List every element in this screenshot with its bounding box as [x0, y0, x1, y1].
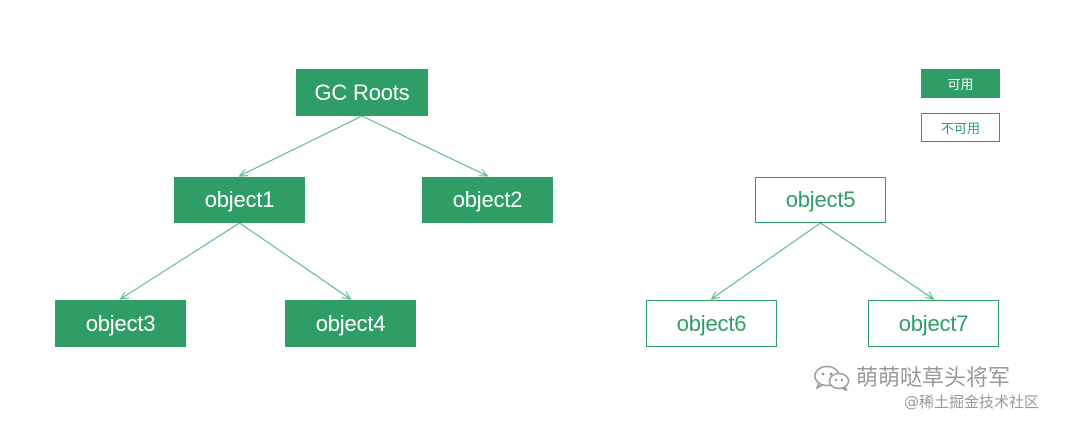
edge-object5-to-object7 — [820, 222, 934, 299]
node-label: object3 — [85, 310, 156, 336]
node-label: object7 — [898, 310, 969, 336]
node-object7: object7 — [868, 300, 999, 347]
node-gc-roots: GC Roots — [296, 69, 428, 116]
edge-object1-to-object3 — [121, 222, 240, 299]
node-label: object6 — [676, 310, 747, 336]
watermark-subtitle: @稀土掘金技术社区 — [904, 393, 1040, 411]
node-object6: object6 — [646, 300, 777, 347]
node-object2: object2 — [422, 177, 553, 223]
legend-available-label: 可用 — [947, 78, 974, 93]
edges-layer — [121, 115, 934, 299]
node-label: GC Roots — [314, 79, 410, 105]
wechat-icon — [814, 365, 850, 392]
node-object4: object4 — [285, 300, 416, 347]
edge-gc_roots-to-object2 — [361, 115, 488, 176]
edge-gc_roots-to-object1 — [240, 115, 363, 176]
legend-unavailable: 不可用 — [921, 113, 1000, 142]
edge-object1-to-object4 — [239, 222, 351, 299]
node-label: object5 — [785, 187, 856, 212]
watermark-title: 萌萌哒草头将军 — [856, 366, 1011, 391]
legend-available: 可用 — [921, 69, 1000, 98]
node-label: object2 — [452, 187, 523, 212]
node-object3: object3 — [55, 300, 186, 347]
node-object5: object5 — [755, 177, 886, 223]
edge-object5-to-object6 — [712, 222, 821, 299]
node-object1: object1 — [174, 177, 305, 223]
node-label: object4 — [315, 310, 386, 336]
legend-unavailable-label: 不可用 — [940, 122, 980, 137]
node-label: object1 — [204, 187, 275, 212]
